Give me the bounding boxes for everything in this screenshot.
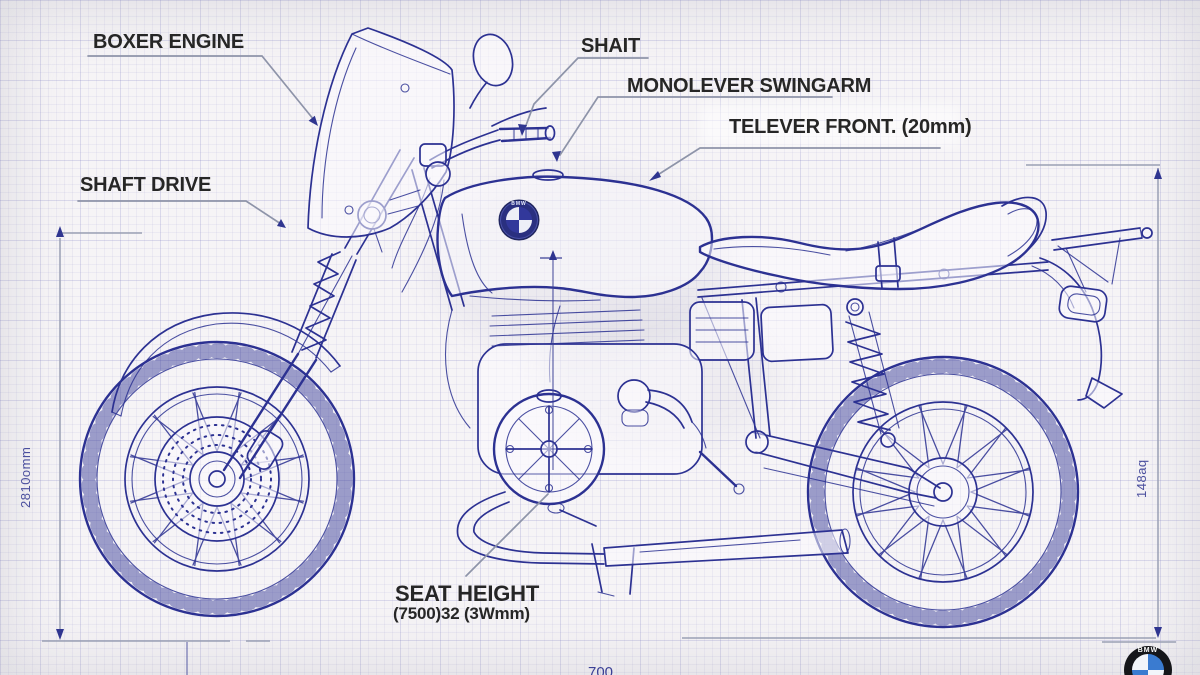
dimension-lines bbox=[42, 164, 1176, 675]
rear-fender-taillight bbox=[1031, 257, 1123, 409]
front-wheel bbox=[78, 340, 356, 618]
label-shaft: SHAIT bbox=[581, 35, 641, 57]
dimension-right-height: 148aq bbox=[1134, 459, 1149, 498]
dimension-bottom-width: 700 bbox=[588, 664, 614, 675]
label-boxer-engine: BOXER ENGINE bbox=[93, 31, 244, 53]
rear-rack-grabrail bbox=[1001, 196, 1153, 293]
leader-lines bbox=[77, 55, 941, 577]
rear-shock bbox=[845, 298, 900, 448]
dimension-left-height: 2810omm bbox=[18, 446, 33, 508]
bmw-roundel-text: BMW bbox=[1137, 647, 1159, 654]
exhaust bbox=[456, 491, 851, 567]
bmw-roundel-quadrants bbox=[506, 207, 532, 233]
bmw-roundel-quadrants bbox=[1132, 654, 1164, 675]
label-seat-height-title: SEAT HEIGHT bbox=[395, 581, 540, 606]
bmw-roundel-tank: BMW bbox=[500, 201, 538, 239]
windscreen-fairing bbox=[307, 27, 455, 238]
bmw-roundel-corner: BMW bbox=[1124, 646, 1172, 675]
label-monolever-swingarm: MONOLEVER SWINGARM bbox=[627, 75, 872, 97]
label-seat-height-value: (7500)32 (3Wmm) bbox=[393, 604, 530, 623]
fuel-tank bbox=[436, 169, 714, 302]
seat bbox=[698, 201, 1040, 291]
handlebar-mirror bbox=[419, 33, 556, 187]
label-telever-front: TELEVER FRONT. (20mm) bbox=[729, 116, 972, 138]
rear-wheel bbox=[806, 355, 1080, 629]
label-shaft-drive: SHAFT DRIVE bbox=[80, 174, 212, 196]
bmw-roundel-text: BMW bbox=[511, 201, 527, 207]
monolever-swingarm bbox=[745, 430, 941, 507]
engine-boxer bbox=[477, 309, 745, 506]
